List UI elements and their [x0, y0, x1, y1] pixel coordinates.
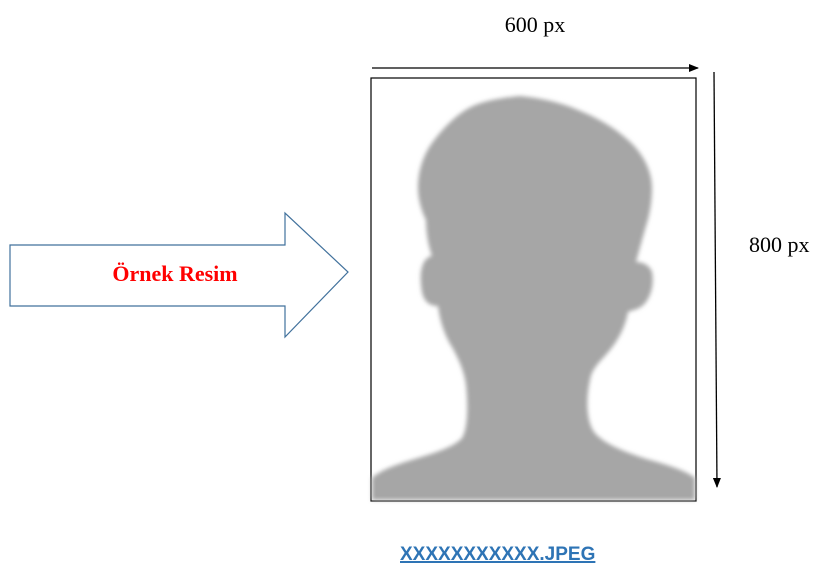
- height-dimension-label: 800 px: [749, 232, 810, 257]
- photo-frame: [370, 77, 697, 502]
- filename-link[interactable]: XXXXXXXXXXX.JPEG: [400, 544, 596, 565]
- sample-image-label: Örnek Resim: [112, 261, 237, 286]
- width-dimension-label: 600 px: [505, 12, 566, 37]
- height-dimension-arrow: [712, 71, 721, 488]
- person-silhouette-icon: [372, 96, 695, 500]
- sample-image-arrow: Örnek Resim: [9, 211, 349, 339]
